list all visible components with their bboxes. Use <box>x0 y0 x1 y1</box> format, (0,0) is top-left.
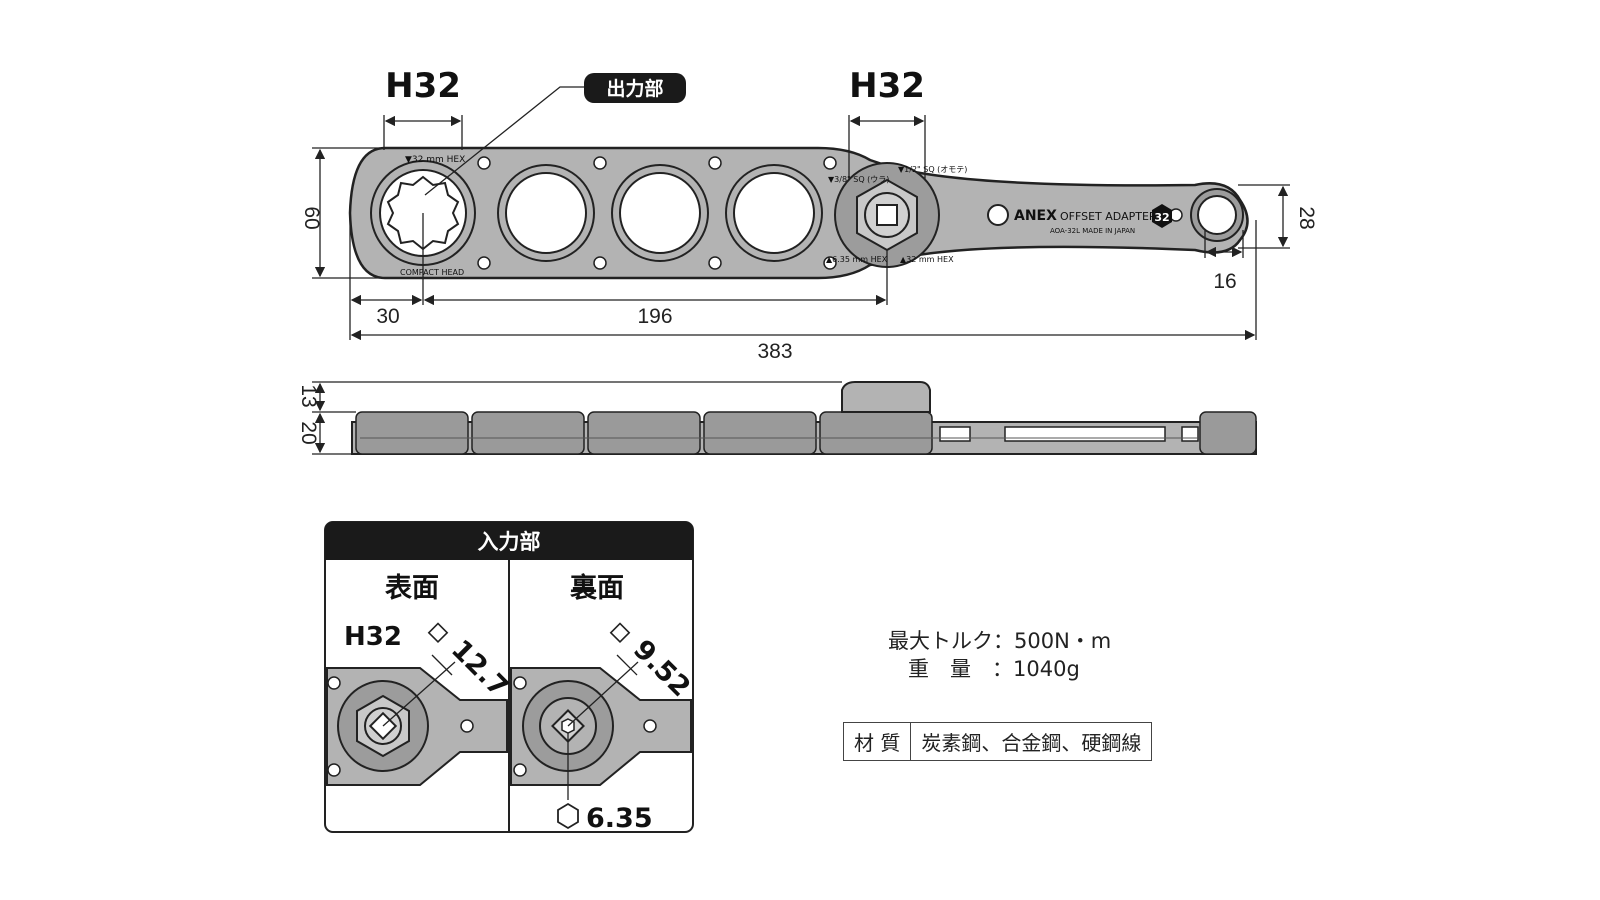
side-view <box>351 381 1257 455</box>
material-table: 材 質 炭素鋼、合金鋼、硬鋼線 <box>842 722 1153 761</box>
h32-hex-head-right <box>834 162 940 268</box>
dimension-lines <box>312 86 1290 341</box>
dim-16: 16 <box>1213 270 1236 293</box>
size-badge-hex <box>1152 204 1172 228</box>
dim-196: 196 <box>637 305 672 328</box>
material-label: 材 質 <box>842 722 912 761</box>
side-dimension-lines <box>312 381 842 455</box>
material-value: 炭素鋼、合金鋼、硬鋼線 <box>910 722 1153 761</box>
size-badge-label: 32 <box>1154 211 1169 224</box>
product-engraving: OFFSET ADAPTER <box>1060 210 1157 223</box>
h32-right-label: H32 <box>849 66 925 106</box>
torque-spec: 最大トルク：500N・m <box>888 629 1112 653</box>
rivet-dots <box>477 156 1183 270</box>
sq-38-label: ▼3/8" SQ (ウラ) <box>828 175 889 184</box>
output-label: 出力部 <box>606 77 663 100</box>
back-hex-label: 6.35 <box>586 803 653 834</box>
hex-label-left: ▼32 mm HEX <box>405 155 465 165</box>
hole-2 <box>611 164 709 262</box>
back-square-icon <box>609 622 631 644</box>
compact-head-label: COMPACT HEAD <box>400 268 464 277</box>
front-view-detail <box>326 654 508 786</box>
dim-side-13: 13 <box>297 384 320 407</box>
back-hex-icon <box>557 802 579 830</box>
top-view: ANEX OFFSET ADAPTER AOA-32L MADE IN JAPA… <box>348 146 1249 280</box>
output-label-box <box>584 73 686 103</box>
brand-engraving: ANEX <box>1014 208 1057 224</box>
h32-left-label: H32 <box>385 66 461 106</box>
hex-32-label: ▲32 mm HEX <box>900 255 954 264</box>
hole-3 <box>725 164 823 262</box>
sq-12-label: ▼1/2" SQ (オモテ) <box>898 165 967 174</box>
dim-side-20: 20 <box>297 421 320 444</box>
hex-635-label: ▲6.35 mm HEX <box>826 255 888 264</box>
front-title: 表面 <box>385 573 439 604</box>
model-engraving: AOA-32L MADE IN JAPAN <box>1050 227 1135 235</box>
back-title: 裏面 <box>569 572 624 604</box>
dim-28: 28 <box>1295 206 1318 229</box>
dim-383: 383 <box>757 340 792 363</box>
hole-1 <box>497 164 595 262</box>
weight-spec: 重 量 ：1040g <box>908 657 1080 681</box>
dim-30: 30 <box>376 305 399 328</box>
handle-hole <box>987 204 1009 226</box>
front-h32-label: H32 <box>344 622 402 652</box>
end-ring <box>1190 188 1244 242</box>
back-view-detail <box>510 654 692 800</box>
input-panel-title: 入力部 <box>478 530 541 554</box>
front-square-icon <box>427 622 449 644</box>
dim-height-60: 60 <box>300 206 323 229</box>
